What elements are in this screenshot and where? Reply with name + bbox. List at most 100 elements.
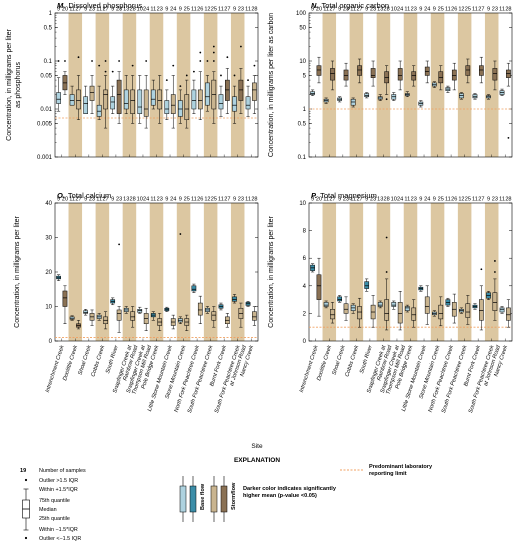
base-box-site-4	[96, 313, 102, 321]
storm-box-site-12	[465, 295, 471, 325]
base-box-site-1	[56, 274, 61, 281]
sample-count: 12	[458, 7, 464, 13]
base-box-site-4	[96, 64, 102, 120]
sample-count: 11	[218, 197, 224, 203]
stormflow-band	[430, 203, 445, 341]
base-box-site-11	[445, 85, 451, 93]
storm-box-site-12	[465, 58, 471, 84]
storm-box-site-1	[316, 56, 322, 84]
panel-N: N.Total organic carbon0.10.5151050100Con…	[268, 1, 513, 161]
sample-count: 28	[505, 197, 511, 203]
base-box-site-4	[350, 303, 356, 314]
outlier-point	[226, 56, 229, 59]
base-box-site-9	[418, 285, 424, 292]
iqr-box	[438, 71, 444, 84]
iqr-box	[316, 65, 322, 76]
y-axis-label: Concentration, in milligrams per liter	[268, 216, 275, 328]
y-tick-label: 100	[296, 11, 307, 17]
y-tick-label: 2	[303, 311, 307, 317]
sample-count: 13	[123, 197, 129, 203]
sample-count: 20	[62, 197, 68, 203]
sample-count: 9	[233, 197, 236, 203]
iqr-box	[150, 89, 156, 106]
storm-box-site-6	[130, 306, 135, 328]
base-box-site-10	[178, 85, 183, 124]
sample-count: 23	[370, 7, 376, 13]
panel-letter: N.	[311, 1, 319, 10]
base-box-site-5	[110, 297, 116, 306]
sample-count: 23	[89, 197, 95, 203]
base-box-site-1	[310, 263, 315, 273]
y-tick-label: 30	[45, 236, 52, 242]
sample-count: 11	[245, 197, 251, 203]
iqr-box	[424, 66, 430, 76]
storm-box-site-10	[438, 65, 444, 91]
base-box-site-15	[245, 79, 251, 117]
base-box-site-9	[418, 100, 424, 108]
iqr-box	[245, 96, 251, 110]
outlier-point	[104, 70, 107, 73]
base-box-site-13	[218, 74, 224, 117]
sample-count: 27	[224, 7, 230, 13]
iqr-box	[384, 71, 389, 84]
panel-letter: O.	[57, 191, 65, 200]
storm-box-site-13	[225, 56, 230, 114]
iqr-box	[130, 311, 135, 321]
legend-stormflow: Stormflow	[231, 482, 237, 510]
legend-outlier-low: Outlier <−1.5 IQR	[39, 536, 81, 542]
iqr-box	[232, 96, 237, 112]
iqr-box	[252, 311, 257, 321]
site-label: Intrenchment Creek	[299, 344, 320, 394]
outlier-point	[507, 136, 510, 139]
sample-count: 23	[411, 197, 417, 203]
storm-box-site-4	[357, 58, 362, 84]
panel-letter: P.	[311, 191, 317, 200]
site-label: Shoal Creek	[78, 344, 94, 376]
iqr-box	[123, 89, 129, 110]
base-box-site-10	[432, 81, 437, 88]
sample-count: 9	[487, 197, 490, 203]
y-tick-label: 50	[299, 25, 306, 31]
base-box-site-7	[391, 300, 397, 310]
iqr-box	[143, 89, 149, 117]
sample-count: 11	[150, 197, 156, 203]
sample-count: 27	[356, 7, 362, 13]
iqr-box	[310, 91, 315, 95]
base-box-site-8	[150, 311, 156, 321]
iqr-box	[411, 71, 417, 81]
base-box-site-1	[56, 60, 61, 112]
panel-title-text: Total organic carbon	[322, 1, 390, 10]
outlier-point	[98, 64, 101, 67]
site-label: Intrenchment Creek	[45, 344, 66, 394]
sample-count: 11	[69, 197, 75, 203]
y-tick-label: 5	[303, 73, 307, 79]
stormflow-band	[176, 203, 191, 341]
storm-box-site-2	[330, 60, 335, 91]
sample-count: 23	[157, 7, 163, 13]
sample-count: 9	[419, 7, 422, 13]
storm-box-site-13	[479, 56, 484, 84]
legend-darker-note-line2: higher mean (p-value <0.05)	[243, 493, 317, 499]
panel-title-text: Total calcium	[68, 191, 111, 200]
panels: M.Dissolved phosphorus0.0010.0050.010.05…	[6, 1, 513, 414]
sample-count: 25	[465, 197, 471, 203]
legend-within-high: Within +1.5*IQR	[39, 487, 78, 493]
outlier-point	[77, 56, 80, 59]
sample-count: 27	[329, 197, 335, 203]
base-box-site-12	[205, 60, 210, 112]
iqr-box	[397, 302, 403, 324]
outlier-point	[206, 60, 209, 62]
legend-median: Median	[39, 507, 57, 513]
y-tick-label: 0.001	[37, 155, 53, 161]
x-axis-label: Site	[251, 443, 263, 450]
iqr-box	[83, 96, 88, 114]
sample-count: 9	[57, 197, 60, 203]
legend-storm-light-swatch	[210, 485, 218, 513]
legend-count-label: Number of samples	[39, 468, 86, 474]
base-box-site-6	[123, 75, 129, 114]
site-label: South River	[105, 344, 120, 375]
sample-count: 9	[487, 7, 490, 13]
iqr-box	[465, 65, 471, 76]
storm-box-site-5	[116, 60, 122, 124]
sample-count: 12	[458, 197, 464, 203]
